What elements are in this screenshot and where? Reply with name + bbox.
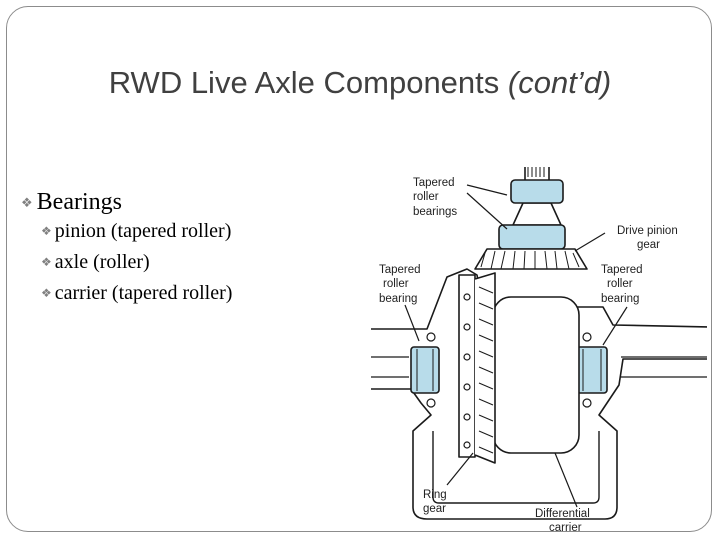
svg-text:Tapered: Tapered bbox=[413, 177, 455, 189]
svg-text:roller: roller bbox=[383, 278, 409, 290]
sub-bullet-text: carrier (tapered roller) bbox=[54, 282, 233, 304]
bullet-list: ❖ Bearings ❖ pinion (tapered roller) ❖ a… bbox=[21, 189, 232, 309]
svg-text:bearing: bearing bbox=[601, 293, 639, 305]
axle-diagram: Tapered roller bearings Drive pinion gea… bbox=[371, 167, 707, 534]
bullet-marker-icon: ❖ bbox=[41, 255, 52, 269]
svg-text:carrier: carrier bbox=[549, 522, 582, 534]
ring-gear bbox=[458, 272, 496, 464]
leader-lines bbox=[404, 184, 628, 508]
sub-bullet-text: axle (roller) bbox=[54, 251, 150, 273]
svg-text:gear: gear bbox=[423, 503, 446, 515]
title-italic: (cont’d) bbox=[507, 65, 612, 100]
svg-text:bearings: bearings bbox=[413, 206, 457, 218]
svg-text:bearing: bearing bbox=[379, 293, 417, 305]
pinion-bearing-upper bbox=[510, 179, 564, 204]
svg-text:roller: roller bbox=[413, 191, 439, 203]
svg-text:Tapered: Tapered bbox=[601, 264, 643, 276]
sub-bullet: ❖ carrier (tapered roller) bbox=[41, 278, 232, 309]
drive-pinion-gear bbox=[474, 248, 588, 270]
slide: RWD Live Axle Components (cont’d) ❖ Bear… bbox=[6, 6, 713, 534]
right-carrier-bearing bbox=[576, 346, 608, 394]
bullet-marker-icon: ❖ bbox=[41, 286, 52, 300]
bullet-marker-icon: ❖ bbox=[21, 194, 33, 210]
svg-text:Tapered: Tapered bbox=[379, 264, 421, 276]
sub-bullet: ❖ pinion (tapered roller) bbox=[41, 216, 232, 247]
svg-text:Drive pinion: Drive pinion bbox=[617, 225, 678, 237]
svg-text:gear: gear bbox=[637, 239, 660, 251]
bullet-bearings: ❖ Bearings bbox=[21, 189, 232, 216]
svg-text:Ring: Ring bbox=[423, 489, 447, 501]
bullet-heading: Bearings bbox=[36, 189, 122, 215]
bullet-marker-icon: ❖ bbox=[41, 224, 52, 238]
svg-text:Differential: Differential bbox=[535, 508, 590, 520]
sub-bullet: ❖ axle (roller) bbox=[41, 247, 232, 278]
title-main: RWD Live Axle Components bbox=[108, 65, 508, 100]
differential-carrier bbox=[492, 296, 580, 454]
svg-text:roller: roller bbox=[607, 278, 633, 290]
slide-title: RWD Live Axle Components (cont’d) bbox=[7, 65, 713, 101]
left-carrier-bearing bbox=[410, 346, 440, 394]
pinion-bearing-lower bbox=[498, 224, 566, 250]
sub-bullet-text: pinion (tapered roller) bbox=[54, 220, 232, 242]
